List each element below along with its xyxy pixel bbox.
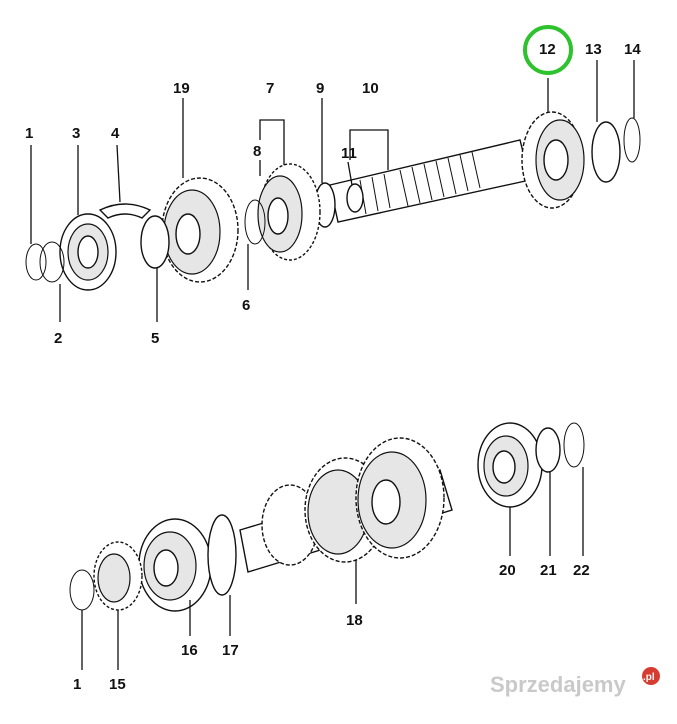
snap-ring-22 (563, 422, 585, 468)
watermark: Sprzedajemy .pl (490, 667, 660, 697)
label-11: 11 (341, 145, 357, 162)
upper-shaft-splines (359, 151, 481, 215)
bearing-3 (59, 213, 117, 291)
label-9: 9 (316, 80, 324, 97)
gear-15 (93, 541, 143, 611)
label-1-upper: 1 (25, 125, 33, 142)
bearing-20 (477, 422, 543, 508)
watermark-text: Sprzedajemy (490, 672, 626, 697)
label-2: 2 (54, 330, 62, 347)
label-5: 5 (151, 330, 159, 347)
label-16: 16 (181, 642, 198, 659)
bearing-16 (138, 518, 212, 612)
snap-ring-14 (623, 117, 641, 163)
lower-shaft-assembly: 1 15 16 17 18 20 21 22 (69, 422, 590, 693)
label-6: 6 (242, 297, 250, 314)
label-3: 3 (72, 125, 80, 142)
bushing-11 (346, 183, 364, 213)
label-8: 8 (253, 143, 261, 160)
label-1-lower: 1 (73, 676, 81, 693)
clip-4 (98, 203, 152, 219)
lower-labels: 1 15 16 17 18 20 21 22 (73, 562, 590, 693)
ring-17 (207, 514, 237, 596)
label-7: 7 (266, 80, 274, 97)
lower-leader-lines (81, 467, 584, 670)
snap-ring-1-lower (69, 569, 95, 611)
label-18: 18 (346, 612, 363, 629)
label-17: 17 (222, 642, 239, 659)
ring-21 (535, 427, 561, 473)
label-12: 12 (539, 41, 556, 58)
gear-cluster-18 (261, 437, 445, 566)
label-13: 13 (585, 41, 602, 58)
label-20: 20 (499, 562, 516, 579)
gear-19 (161, 177, 239, 283)
upper-leader-lines (30, 60, 635, 322)
watermark-badge-text: .pl (643, 672, 655, 683)
upper-labels: 1 3 4 19 2 5 6 7 8 9 10 11 12 13 14 (25, 41, 641, 347)
label-22: 22 (573, 562, 590, 579)
highlight-circle-12 (523, 25, 573, 75)
thrust-washer-5 (140, 215, 170, 269)
ring-6 (244, 199, 266, 245)
label-15: 15 (109, 676, 126, 693)
upper-shaft-assembly: 1 3 4 19 2 5 6 7 8 9 10 11 12 13 14 (25, 25, 641, 347)
synchro-7 (257, 163, 321, 261)
snap-ring-1-upper (25, 243, 47, 281)
label-21: 21 (540, 562, 557, 579)
label-4: 4 (111, 125, 120, 142)
label-10: 10 (362, 80, 379, 97)
watermark-badge (642, 667, 660, 685)
label-19: 19 (173, 80, 190, 97)
label-14: 14 (624, 41, 641, 58)
ring-13 (591, 121, 621, 183)
gear-12 (521, 111, 585, 209)
ring-2 (39, 241, 65, 283)
